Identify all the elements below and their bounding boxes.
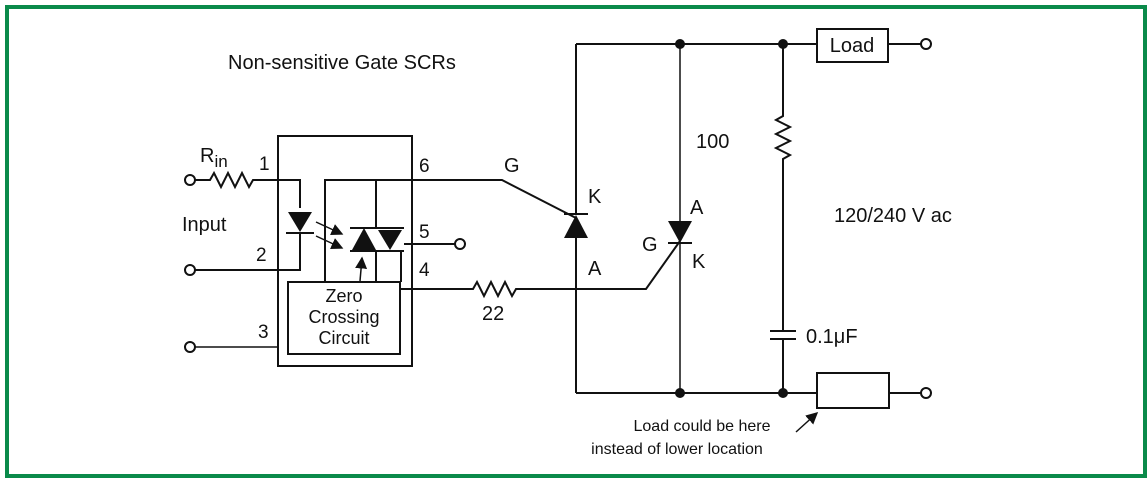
zc-line1: Zero [325,286,362,306]
input-terminal-2 [184,264,196,276]
resistor-22 [400,240,681,299]
triac-element [352,228,376,250]
zc-line3: Circuit [318,328,369,348]
optocoupler-package [277,135,413,367]
scr2-symbol [668,221,692,243]
output-terminal-top [920,38,932,50]
rin-resistor [195,170,301,208]
pin-2-label: 2 [256,245,267,266]
resistor-100-label: 100 [696,131,729,153]
pin-1-label: 1 [259,154,270,175]
diagram-title: Non-sensitive Gate SCRs [228,52,456,74]
resistor-100 [773,44,793,331]
supply-label: 120/240 V ac [834,205,952,227]
output-terminal-bottom [920,387,932,399]
load-top [816,28,889,63]
pin-5-terminal [454,238,466,250]
pin-3-label: 3 [258,322,269,343]
junction-dot [675,388,685,398]
pin-4-label: 4 [419,260,430,281]
capacitor-label: 0.1μF [806,326,858,348]
pin-6-label: 6 [419,156,430,177]
zc-line2: Crossing [308,307,379,327]
input-terminal-3 [184,341,196,353]
light-arrow-icon [315,221,344,236]
scr1-gate-label: G [504,155,520,177]
scr1-anode-label: A [588,258,602,280]
zero-crossing-circuit [287,281,401,355]
load-bottom [816,372,890,409]
scr2-cathode-label: K [692,251,706,273]
note-line2: instead of lower location [591,441,763,458]
junction-dot [675,39,685,49]
input-terminal-1 [184,174,196,186]
led-diode [288,212,312,232]
pin-5-label: 5 [419,222,430,243]
scr2-gate-label: G [642,234,658,256]
input-label: Input [182,214,227,236]
rin-label: Rin [200,145,228,171]
note-arrow-icon [795,411,819,433]
scr1-cathode-label: K [588,186,602,208]
light-arrow-icon [315,235,344,250]
note-line1: Load could be here [634,418,771,435]
load-top-label: Load [830,35,875,57]
resistor-22-label: 22 [482,303,504,325]
triac-element [378,230,402,250]
scr1-symbol [564,215,588,238]
scr2-anode-label: A [690,197,704,219]
